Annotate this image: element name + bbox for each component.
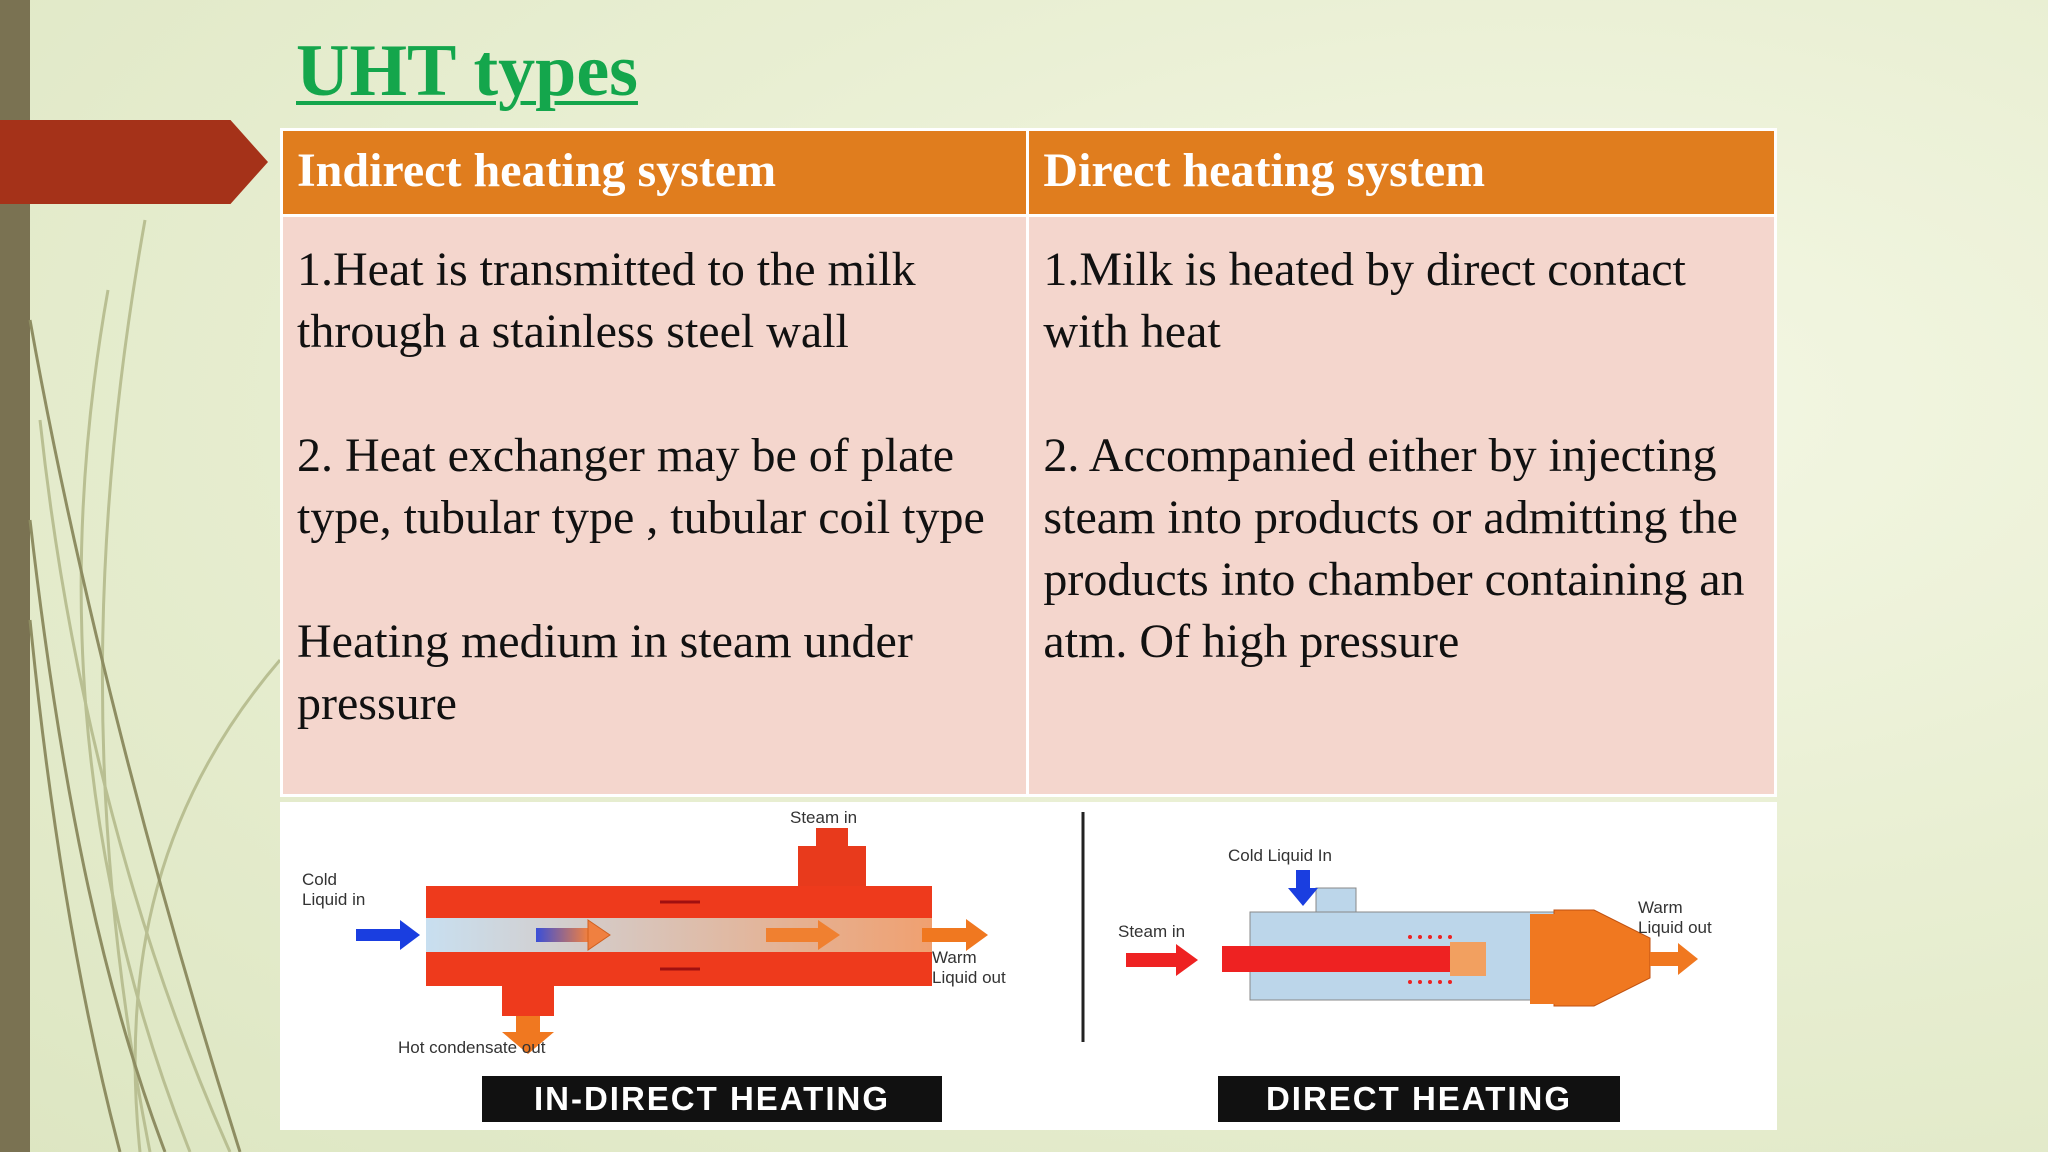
grass-decoration (28, 219, 282, 1152)
direct-heating-chamber (1222, 887, 1651, 1007)
direct-cold-liquid-in-arrow (1288, 870, 1318, 906)
slide-title: UHT types (296, 30, 638, 112)
warm-liquid-out-arrow (922, 919, 988, 951)
indirect-warm-liquid-out-label: Warm Liquid out (932, 948, 1006, 987)
hot-condensate-out-label: Hot condensate out (398, 1038, 546, 1057)
heating-diagram-drawing (356, 812, 1698, 1054)
indirect-steam-in-label: Steam in (790, 808, 858, 827)
indirect-point-3: Heating medium in steam under pressure (297, 615, 913, 730)
table-header-row: Indirect heating system Direct heating s… (279, 128, 1777, 217)
indirect-heating-banner: IN-DIRECT HEATING (482, 1076, 942, 1122)
direct-warm-liquid-out-label: Warm Liquid out (1638, 898, 1712, 937)
header-indirect-heating: Indirect heating system (279, 128, 1030, 217)
header-direct-heating: Direct heating system (1026, 128, 1777, 217)
indirect-cold-liquid-in-label: Cold Liquid in (302, 870, 366, 909)
direct-steam-in-arrow (1126, 944, 1198, 976)
indirect-heat-exchanger (426, 828, 932, 1016)
table-row: 1.Heat is transmitted to the milk throug… (279, 214, 1777, 797)
title-arrow-tab (0, 120, 268, 204)
hot-condensate-out-arrow (502, 1016, 554, 1054)
inner-flow-arrow-1 (536, 919, 611, 951)
direct-point-1: 1.Milk is heated by direct contact with … (1043, 243, 1686, 358)
comparison-table: Indirect heating system Direct heating s… (279, 128, 1777, 797)
indirect-point-1: 1.Heat is transmitted to the milk throug… (297, 243, 916, 358)
direct-cold-liquid-in-label: Cold Liquid In (1228, 846, 1332, 865)
direct-steam-in-label: Steam in (1118, 922, 1186, 941)
direct-heating-banner: DIRECT HEATING (1218, 1076, 1620, 1122)
heating-diagram: Steam in Cold Liquid in Warm Liquid out … (280, 802, 1777, 1130)
direct-heating-cell: 1.Milk is heated by direct contact with … (1026, 214, 1777, 797)
direct-point-2: 2. Accompanied either by injecting steam… (1043, 429, 1745, 668)
inner-flow-arrow-2 (766, 920, 840, 950)
indirect-heating-cell: 1.Heat is transmitted to the milk throug… (279, 214, 1030, 797)
indirect-point-2: 2. Heat exchanger may be of plate type, … (297, 429, 985, 544)
direct-warm-liquid-out-arrow (1650, 943, 1698, 975)
cold-liquid-in-arrow (356, 920, 420, 950)
